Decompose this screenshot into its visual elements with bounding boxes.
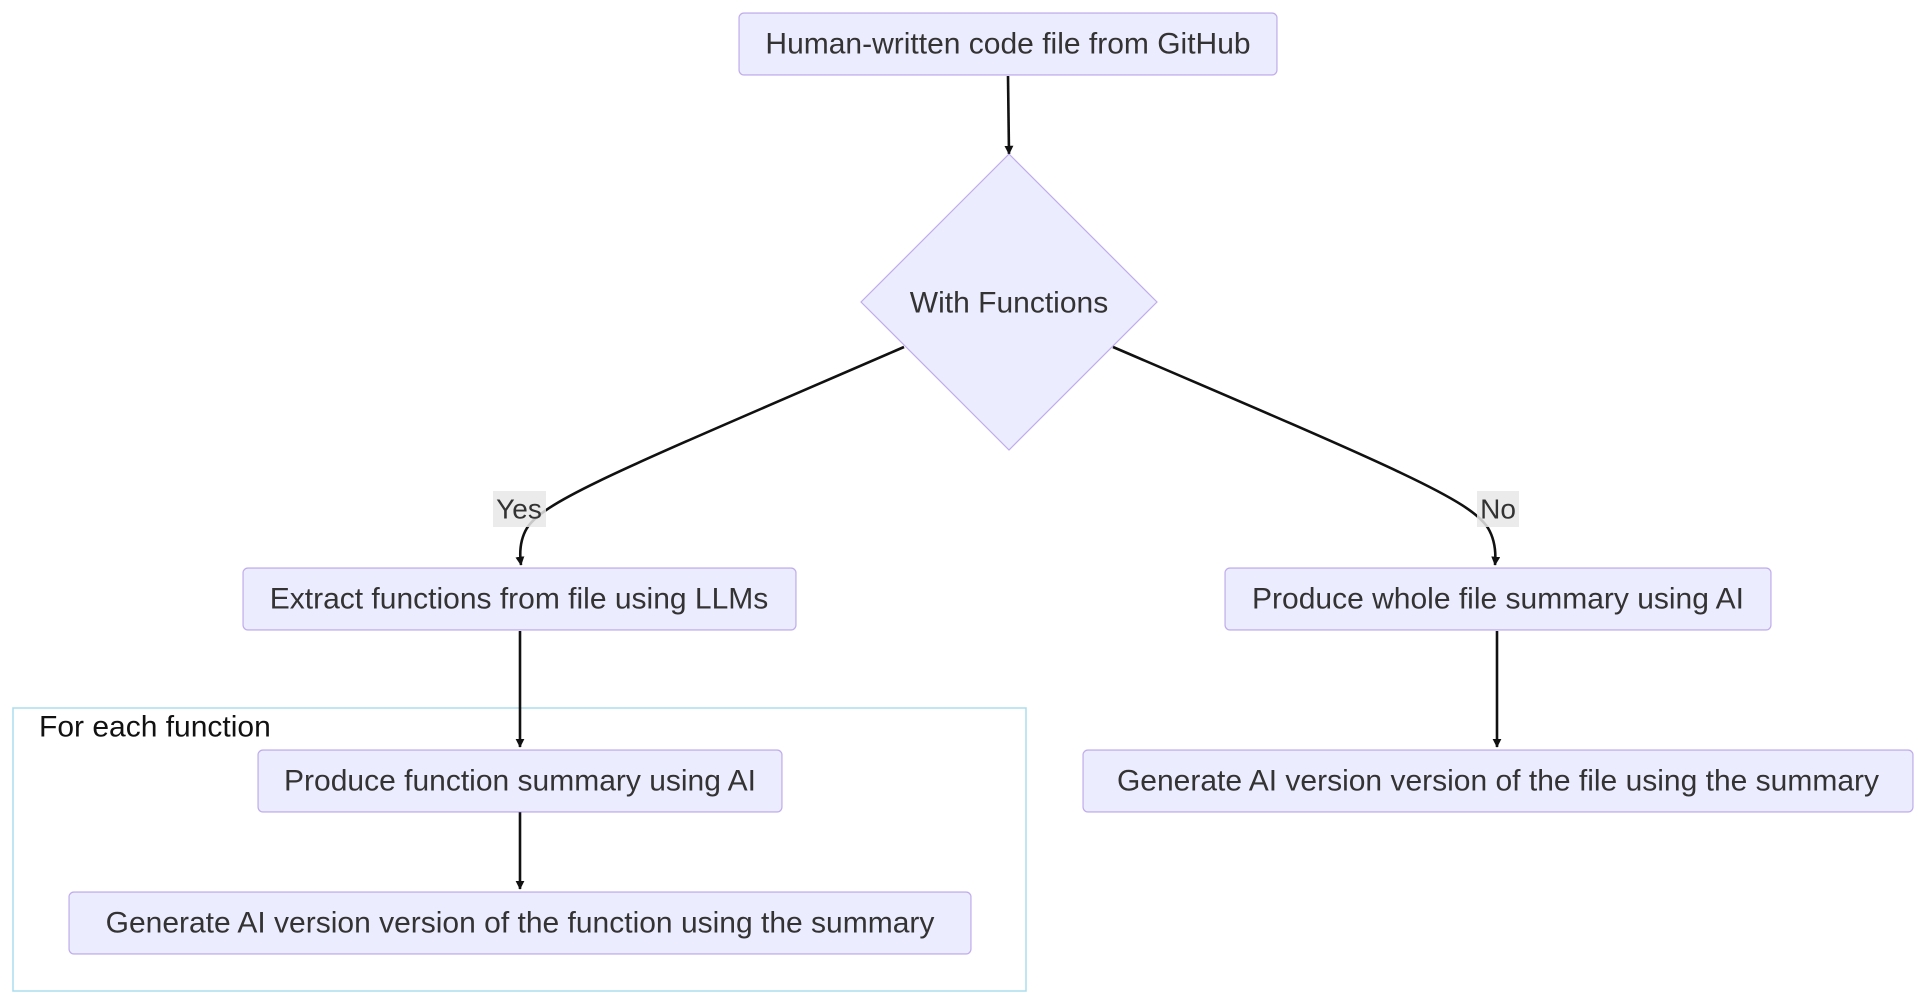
edge-label-yes: Yes bbox=[493, 491, 546, 527]
node-extract-label: Extract functions from file using LLMs bbox=[270, 583, 769, 616]
node-source: Human-written code file from GitHub bbox=[738, 12, 1278, 76]
edges bbox=[515, 75, 1502, 890]
cluster-title: For each function bbox=[39, 711, 271, 744]
node-func-summary-box bbox=[257, 749, 783, 813]
edge-label-yes-text: Yes bbox=[496, 494, 542, 525]
node-func-summary: Produce function summary using AI bbox=[257, 749, 783, 813]
node-extract-box bbox=[242, 567, 797, 631]
node-gen-file: Generate AI version version of the file … bbox=[1082, 749, 1914, 813]
node-decision-diamond bbox=[860, 153, 1158, 451]
edge-label-yes-bg bbox=[493, 491, 546, 527]
node-extract: Extract functions from file using LLMs bbox=[242, 567, 797, 631]
node-decision-label: With Functions bbox=[910, 287, 1108, 320]
node-decision: With Functions bbox=[860, 153, 1158, 451]
node-whole-summary-label: Produce whole file summary using AI bbox=[1252, 583, 1744, 616]
node-func-summary-label: Produce function summary using AI bbox=[284, 765, 756, 798]
node-source-box bbox=[738, 12, 1278, 76]
node-source-label: Human-written code file from GitHub bbox=[765, 28, 1250, 61]
node-whole-summary-box bbox=[1224, 567, 1772, 631]
edge-label-no: No bbox=[1477, 491, 1519, 527]
edge-decision-to-extract-yes bbox=[515, 345, 905, 566]
node-gen-function-label: Generate AI version version of the funct… bbox=[106, 907, 935, 940]
node-whole-summary: Produce whole file summary using AI bbox=[1224, 567, 1772, 631]
node-gen-file-label: Generate AI version version of the file … bbox=[1117, 765, 1879, 798]
edge-label-no-text: No bbox=[1480, 494, 1516, 525]
edge-source-to-decision bbox=[1004, 75, 1014, 155]
node-gen-file-box bbox=[1082, 749, 1914, 813]
edge-decision-to-whole-summary-no bbox=[1112, 345, 1501, 566]
edge-label-no-bg bbox=[1477, 491, 1519, 527]
node-gen-function: Generate AI version version of the funct… bbox=[68, 891, 972, 955]
node-gen-function-box bbox=[68, 891, 972, 955]
